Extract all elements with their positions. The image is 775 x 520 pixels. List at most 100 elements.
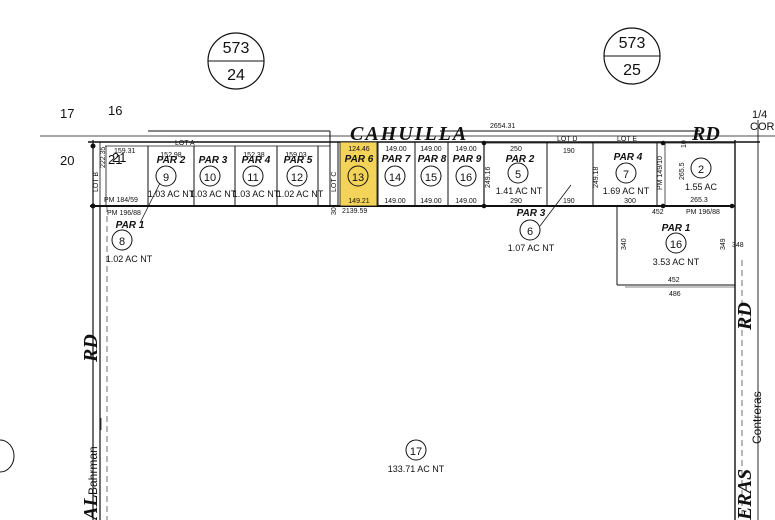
parcel-area: 1.03 AC NT — [190, 189, 237, 199]
parcel-9[interactable]: 152.98 PAR 2 9 1.03 AC NT — [148, 152, 195, 199]
parcel-8[interactable]: PAR 1 8 1.02 AC NT — [106, 220, 153, 264]
parcel-par-label: PAR 2 — [157, 155, 186, 166]
parcel-par-label: PAR 1 — [662, 223, 691, 234]
parcel-2[interactable]: 2 1.55 AC 265.3 — [685, 157, 718, 204]
parcel-area: 1.03 AC NT — [148, 189, 195, 199]
parcel-area: 1.02 AC NT — [106, 254, 153, 264]
parcel-top-dim: 149.00 — [420, 146, 442, 153]
parcel-14[interactable]: 149.00 PAR 7 14 149.00 — [382, 146, 411, 205]
parcel-par-label: PAR 4 — [242, 155, 271, 166]
quarter-corner-bottom: COR — [750, 121, 775, 133]
parcel-number: 17 — [410, 446, 422, 458]
parcel-par-label: PAR 7 — [382, 154, 411, 165]
highlighted-parcel-13[interactable] — [339, 141, 378, 207]
parcel-top-dim: 149.00 — [385, 146, 407, 153]
dim-30: 30 — [331, 207, 338, 215]
parcel-6[interactable]: PAR 3 6 1.07 AC NT — [508, 208, 555, 253]
pm-196-88-left-label: PM 196/88 — [107, 210, 141, 217]
parcel-number: 16 — [460, 172, 472, 184]
dim-340: 340 — [621, 238, 628, 250]
parcel-top-dim: 152.38 — [243, 152, 265, 159]
parcel-area: 1.69 AC NT — [603, 186, 650, 196]
parcel-15[interactable]: 149.00 PAR 8 15 149.00 — [418, 146, 447, 205]
lot-c-label: LOT C — [331, 172, 338, 193]
parcel-number: 7 — [623, 169, 629, 181]
pm-184-59-label: PM 184/59 — [104, 197, 138, 204]
contreras-street-label: Contreras — [750, 391, 764, 444]
parcel-par-label: PAR 1 — [116, 220, 145, 231]
parcel-par-label: PAR 4 — [614, 152, 643, 163]
parcel-number: 9 — [163, 172, 169, 184]
section-number-20: 20 — [60, 153, 74, 168]
bahrman-partial-label: AL — [80, 494, 102, 520]
parcel-16-par-9[interactable]: 149.00 PAR 9 16 149.00 — [453, 146, 482, 205]
dim-265-5: 265.5 — [679, 162, 686, 180]
parcel-top-dim: 149.00 — [455, 146, 477, 153]
lot-b-label: LOT B — [93, 172, 100, 192]
lot-b-dimension: 222.35 — [100, 146, 107, 168]
dim-road-total: 2654.31 — [490, 123, 515, 130]
lot-d-label: LOT D — [557, 136, 578, 143]
cahuilla-rd-suffix: RD — [691, 123, 720, 145]
parcel-top-dim: 159.03 — [285, 152, 307, 159]
dim-bottom-total: 2139.59 — [342, 208, 367, 215]
parcel-number: 8 — [119, 236, 125, 248]
parcel-7[interactable]: PAR 4 7 1.69 AC NT 300 — [603, 152, 650, 205]
dim-452-top: 452 — [652, 209, 664, 216]
cahuilla-road-label: CAHUILLA — [350, 123, 468, 145]
parcel-top-dim: 152.98 — [160, 152, 182, 159]
quarter-corner-top: 1/4 — [752, 109, 767, 121]
parcel-par-label: PAR 3 — [517, 208, 546, 219]
parcel-number: 12 — [291, 172, 303, 184]
parcel-number: 14 — [389, 172, 401, 184]
parcel-16-par-1[interactable]: PAR 1 16 3.53 AC NT — [653, 223, 700, 267]
parcel-5[interactable]: 250 PAR 2 5 1.41 AC NT 290 — [496, 146, 543, 205]
parcel-bottom-dim: 300 — [624, 198, 636, 205]
parcel-number: 10 — [204, 172, 216, 184]
parcel-10[interactable]: PAR 3 10 1.03 AC NT — [190, 155, 237, 199]
parcel-par-label: PAR 5 — [284, 155, 313, 166]
dim-190-bottom: 190 — [563, 198, 575, 205]
parcel-17[interactable]: 17 133.71 AC NT — [388, 439, 445, 474]
pm-149-10-label: PM 149/10 — [657, 156, 664, 190]
parcel-number: 15 — [425, 172, 437, 184]
section-number-17: 17 — [60, 106, 74, 121]
parcel-par-label: PAR 9 — [453, 154, 482, 165]
book-page-label-left: 573 24 — [207, 32, 265, 90]
parcel-21-number: 21 — [112, 150, 126, 165]
parcel-top-dim: 250 — [510, 146, 522, 153]
lot-a-label: LOT A — [175, 140, 195, 147]
parcel-par-label: PAR 6 — [345, 154, 374, 165]
book-page-label-right: 573 25 — [603, 27, 661, 85]
parcel-area: 133.71 AC NT — [388, 464, 445, 474]
parcel-number: 2 — [698, 164, 704, 176]
contreras-partial-label: ERAS — [734, 469, 756, 520]
right-rd-label: RD — [734, 302, 756, 331]
parcel-13[interactable]: 124.46 PAR 6 13 149.21 — [345, 146, 374, 205]
dim-452-bottom: 452 — [668, 277, 680, 284]
parcel-par-label: PAR 3 — [199, 155, 228, 166]
dim-486: 486 — [669, 291, 681, 298]
dim-10: 10 — [681, 140, 688, 148]
map-linework — [0, 120, 775, 520]
book-number: 573 — [619, 35, 646, 52]
pm-196-88-right-label: PM 196/88 — [686, 209, 720, 216]
parcel-bottom-dim: 149.00 — [384, 198, 406, 205]
parcel-bottom-dim: 149.00 — [420, 198, 442, 205]
dim-190-top: 190 — [563, 148, 575, 155]
section-number-16: 16 — [108, 103, 122, 118]
section-number-21: 21 — [108, 152, 122, 167]
parcel-top-dim: 124.46 — [348, 146, 370, 153]
parcel-area: 1.55 AC — [685, 182, 718, 192]
dim-348: 348 — [732, 242, 744, 249]
parcel-bottom-dim: 149.21 — [348, 198, 370, 205]
left-rd-label: RD — [80, 334, 102, 363]
parcel-bottom-dim: 149.00 — [455, 198, 477, 205]
page-number: 24 — [227, 67, 245, 84]
parcel-11[interactable]: 152.38 PAR 4 11 1.03 AC NT — [233, 152, 280, 199]
parcel-par-label: PAR 8 — [418, 154, 447, 165]
parcel-number: 5 — [515, 169, 521, 181]
parcel-12[interactable]: 159.03 PAR 5 12 1.02 AC NT — [277, 152, 324, 199]
parcel-area: 1.02 AC NT — [277, 189, 324, 199]
